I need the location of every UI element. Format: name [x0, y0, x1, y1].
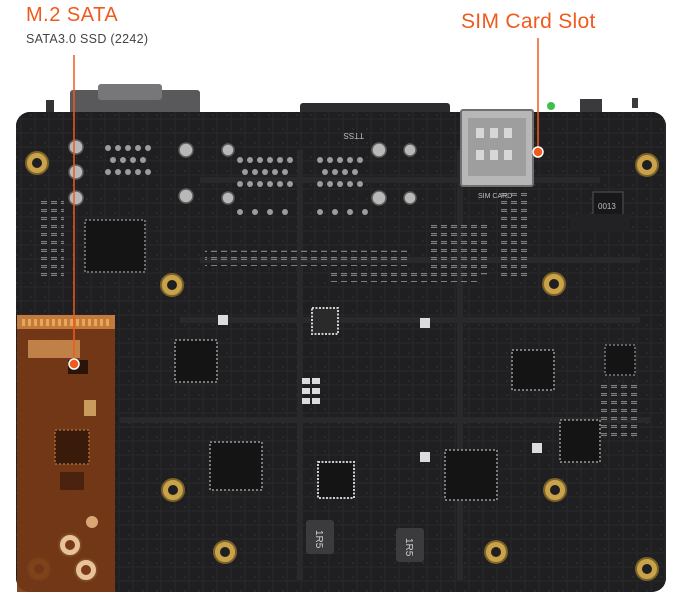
- svg-text:0013: 0013: [598, 202, 616, 211]
- m2-sata-subtitle: SATA3.0 SSD (2242): [26, 32, 149, 46]
- passive-column-left: [40, 200, 64, 280]
- m2-callout-marker: [68, 358, 80, 370]
- through-hole-pads: [68, 139, 417, 206]
- ic-chips: [84, 191, 636, 501]
- callout-lines: [73, 38, 539, 362]
- svg-text:SIM CARD: SIM CARD: [478, 193, 512, 200]
- pin-footprints: [105, 145, 368, 215]
- sim-card-slot: SIM CARD: [460, 109, 534, 200]
- svg-text:1R5: 1R5: [313, 530, 324, 549]
- svg-text:1R5: 1R5: [403, 538, 414, 557]
- m2-sata-title: M.2 SATA: [26, 4, 119, 26]
- passive-cluster-right: [600, 380, 640, 440]
- power-inductors: 1R5 1R5: [306, 520, 424, 562]
- passive-row-b: [330, 272, 480, 282]
- m2-ssd-module: [17, 315, 115, 592]
- sim-card-slot-title: SIM Card Slot: [461, 10, 596, 33]
- small-modules: [218, 315, 542, 462]
- sim-callout-marker: [532, 146, 544, 158]
- passive-row-a: [205, 250, 410, 266]
- passive-cluster-mid: [430, 225, 490, 275]
- passive-column-right: [500, 190, 530, 280]
- ic-markings: 0013 TTSS: [344, 131, 617, 211]
- top-connectors: [46, 84, 638, 116]
- svg-text:TTSS: TTSS: [344, 131, 364, 140]
